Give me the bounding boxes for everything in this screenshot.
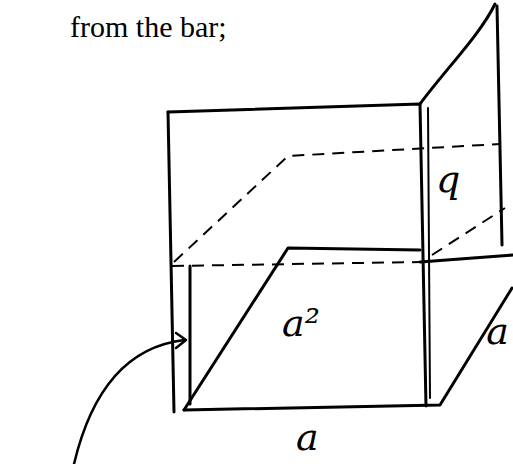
caption-text: from the bar; <box>70 12 227 42</box>
area-label: a² <box>282 304 320 342</box>
front-left-edge <box>168 112 174 412</box>
area-square <box>184 288 512 410</box>
side-label: a <box>296 418 319 456</box>
dashed-back-plane <box>174 144 500 262</box>
leader-head <box>176 333 186 348</box>
side-plane-curve <box>420 4 495 104</box>
plane-line <box>420 255 513 262</box>
charge-label: q <box>436 160 460 198</box>
front-plane <box>168 104 426 406</box>
leader-line <box>74 340 184 464</box>
side-label: a <box>486 312 509 350</box>
plane-edge <box>428 108 430 398</box>
inner-left-edge <box>189 266 192 404</box>
side-plane-edge <box>497 6 502 245</box>
dashed-edge <box>172 262 420 266</box>
dashed-edge <box>432 208 505 255</box>
area-square-back <box>184 248 420 410</box>
